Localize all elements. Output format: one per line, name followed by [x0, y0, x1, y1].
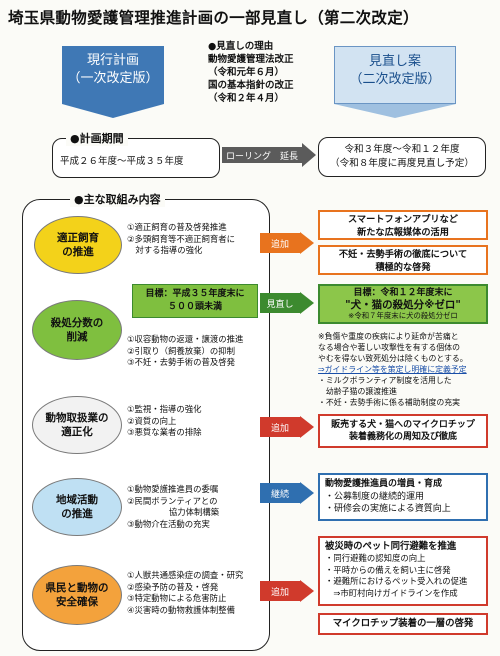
old-target-line1: 目標：平成３５年度末に [145, 289, 245, 299]
new-target-note: ※令和７年度末に犬の殺処分ゼロ [348, 311, 458, 320]
list-item: ②資質の向上 [127, 415, 177, 426]
oval-community-activity: 地域活動の推進 [32, 478, 122, 536]
proposed-plan-line1: 見直し案 [368, 54, 421, 69]
arrow-right-icon [300, 292, 314, 314]
oval-euthanasia-reduction: 殺処分数の削減 [32, 300, 122, 360]
microchip-box: 販売する犬・猫へのマイクロチップ装着義務化の周知及び徹底 [318, 414, 488, 448]
smartphone-app-box: スマートフォンアプリなど新たな広報媒体の活用 [318, 210, 488, 240]
list-item: ・研修会の実施による資質向上 [325, 504, 451, 514]
oval-safety: 県民と動物の安全確保 [32, 565, 122, 625]
note-line: ・不妊・去勢手術に係る補助制度の充実 [318, 398, 461, 407]
arrow-right-icon [300, 580, 314, 602]
reason-line: （令和元年６月） [208, 67, 285, 78]
reason-heading: ●見直しの理由 [208, 41, 274, 52]
period-arrow: ローリング 延長 [222, 143, 316, 167]
tag-add-3: 追加 [260, 417, 300, 437]
period-arrow-label: ローリング 延長 [225, 151, 298, 162]
microchip-enhance-box: マイクロチップ装着の一層の啓発 [318, 613, 488, 635]
list-item: ・同行避難の認知度の向上 [325, 553, 426, 563]
list-item: ①監視・指導の強化 [127, 404, 202, 414]
period-proposed-line1: 令和３年度〜令和１２年度 [344, 144, 460, 155]
note-line: ・ミルクボランティア制度を活用した [318, 376, 452, 385]
list-item: ②多頭飼育等不適正飼育者に [127, 233, 236, 244]
list-item: ④災害時の動物救護体制整備 [127, 604, 236, 615]
list-item: ③特定動物による危害防止 [127, 593, 227, 603]
note-line: ※負傷や重度の疾病により延命が苦痛と [318, 332, 459, 341]
volunteer-heading: 動物愛護推進員の増員・育成 [325, 479, 443, 489]
list-item: ①人獣共通感染症の調査・研究 [127, 570, 244, 580]
list-item: ・公募制度の継続的運用 [325, 491, 425, 502]
proposed-plan-arrow-icon [334, 104, 456, 118]
main-label: ●主な取組み内容 [70, 191, 165, 207]
old-target-line2: ５００頭未満 [167, 302, 222, 312]
new-target-line2: "犬・猫の殺処分※ゼロ" [345, 299, 461, 311]
disaster-box: 被災時のペット同行避難を推進 ・同行避難の認知度の向上 ・平時からの備えを飼い主… [318, 536, 488, 606]
list-item: ③動物介在活動の充実 [127, 518, 210, 529]
new-target-line1: 目標：令和１２年度末に [353, 288, 453, 298]
period-label: ●計画期間 [66, 130, 128, 146]
oval-appropriate-care: 適正飼育の推進 [34, 216, 122, 274]
tag-add-1: 追加 [260, 233, 300, 253]
new-target-box: 目標：令和１２年度末に "犬・猫の殺処分※ゼロ" ※令和７年度末に犬の殺処分ゼロ [318, 284, 488, 324]
oval-animal-business: 動物取扱業の適正化 [32, 396, 122, 454]
list-item: ・平時からの備えを飼い主に啓発 [325, 564, 451, 575]
euthanasia-notes: ※負傷や重度の疾病により延命が苦痛となる場合や著しい攻撃性を有する個体のやむを得… [318, 331, 468, 408]
reason-block: ●見直しの理由 動物愛護管理法改正 （令和元年６月） 国の基本指針の改正 （令和… [208, 40, 338, 105]
current-plan-header: 現行計画 （一次改定版） [62, 46, 164, 104]
tag-revise: 見直し [260, 293, 300, 313]
reason-line: （令和２年４月） [208, 93, 285, 104]
volunteer-box: 動物愛護推進員の増員・育成 ・公募制度の継続的運用 ・研修会の実施による資質向上 [318, 473, 488, 521]
list-item: ①動物愛護推進員の委嘱 [127, 484, 219, 494]
note-line: ⇒ガイドライン等を策定し明確に定義予定 [318, 365, 467, 374]
page-title: 埼玉県動物愛護管理推進計画の一部見直し（第二次改定） [8, 9, 419, 27]
period-current-text: 平成２６年度〜平成３５年度 [60, 156, 184, 167]
disaster-heading: 被災時のペット同行避難を推進 [325, 541, 457, 552]
arrow-right-icon [300, 232, 314, 254]
current-plan-arrow-icon [62, 104, 164, 118]
arrow-right-icon [300, 482, 314, 504]
proposed-plan-line2: （二次改定版） [349, 72, 441, 87]
period-proposed-box: 令和３年度〜令和１２年度 （令和８年度に再度見直し予定） [318, 137, 486, 177]
list-item: ②民間ボランティアとの [127, 495, 218, 506]
list-item: ①適正飼育の普及啓発推進 [127, 222, 227, 232]
list-item: ③不妊・去勢手術の普及啓発 [127, 357, 236, 367]
list-item: ③悪質な業者の排除 [127, 427, 202, 437]
proposed-plan-header: 見直し案 （二次改定版） [334, 46, 456, 104]
list-item: ②感染予防の普及・啓発 [127, 581, 219, 592]
note-line: 幼齢子猫の譲渡推進 [318, 387, 397, 396]
current-plan-line1: 現行計画 [86, 53, 139, 68]
reason-line: 国の基本指針の改正 [208, 80, 294, 91]
sterilization-box: 不妊・去勢手術の徹底について積極的な啓発 [318, 245, 488, 275]
old-target-box: 目標：平成３５年度末に ５００頭未満 [132, 284, 258, 318]
reason-line: 動物愛護管理法改正 [208, 54, 294, 65]
list-item: ・避難所におけるペット受入れの促進 [325, 576, 468, 586]
period-proposed-line2: （令和８年度に再度見直し予定） [330, 158, 474, 169]
note-line: やむを得ない致死処分は除くものとする。 [318, 354, 468, 363]
list-item: ⇒市町村向けガイドラインを作成 [325, 587, 458, 598]
list-item: ①収容動物の返還・譲渡の推進 [127, 334, 244, 344]
note-line: なる場合や著しい攻撃性を有する個体の [318, 343, 461, 352]
tag-add-5: 追加 [260, 581, 300, 601]
tag-continue: 継続 [260, 483, 300, 503]
list-item: 対する指導の強化 [127, 245, 203, 255]
arrow-right-icon [300, 416, 314, 438]
list-item: ②引取り（飼養放棄）の抑制 [127, 345, 236, 356]
list-item: 協力体制構築 [127, 507, 220, 517]
current-plan-line2: （一次改定版） [67, 71, 159, 86]
